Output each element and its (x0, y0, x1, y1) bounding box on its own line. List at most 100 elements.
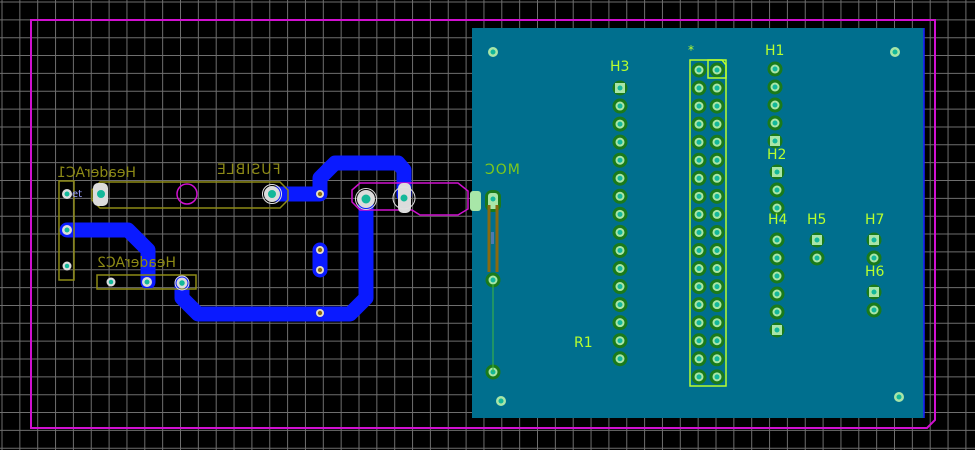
moc-pad[interactable] (355, 188, 377, 210)
h6-pin[interactable] (866, 284, 882, 300)
gpio-pin[interactable] (709, 152, 725, 168)
header-ac2-pad[interactable] (106, 277, 116, 287)
drill-icon (896, 394, 902, 400)
moc-edge-pad[interactable] (470, 191, 481, 211)
gpio-pin[interactable] (709, 80, 725, 96)
board-outline[interactable] (30, 19, 936, 429)
h1-pin[interactable] (767, 133, 783, 149)
h2-pin[interactable] (769, 164, 785, 180)
drill-icon (774, 205, 780, 211)
h3-pin[interactable] (612, 170, 628, 186)
gpio-pin[interactable] (691, 80, 707, 96)
via[interactable] (316, 266, 324, 274)
h3-pin[interactable] (612, 333, 628, 349)
trace[interactable] (59, 222, 156, 290)
drill-icon (696, 211, 702, 217)
gpio-pin[interactable] (709, 116, 725, 132)
h4-pin[interactable] (769, 268, 785, 284)
h7-pin[interactable] (866, 232, 882, 248)
gpio-pin[interactable] (709, 98, 725, 114)
gpio-pin[interactable] (691, 98, 707, 114)
h3-pin[interactable] (612, 351, 628, 367)
gpio-pin[interactable] (691, 188, 707, 204)
h1-pin[interactable] (767, 79, 783, 95)
h3-pin[interactable] (612, 188, 628, 204)
gpio-pin[interactable] (709, 243, 725, 258)
h3-pin[interactable] (612, 224, 628, 240)
h2-pin[interactable] (769, 200, 785, 216)
drill-icon (714, 211, 720, 217)
gpio-pin[interactable] (691, 243, 707, 258)
gpio-pin[interactable] (709, 315, 725, 331)
gpio-pin[interactable] (709, 62, 725, 78)
drill-icon (714, 320, 720, 326)
h2-pin[interactable] (769, 182, 785, 198)
gpio-pin[interactable] (691, 152, 707, 168)
gpio-pin[interactable] (691, 261, 707, 277)
gpio-pin[interactable] (709, 297, 725, 313)
gpio-pin[interactable] (709, 333, 725, 349)
h3-pin[interactable] (612, 279, 628, 295)
gpio-pin[interactable] (691, 297, 707, 313)
r1-pad[interactable] (485, 272, 501, 288)
via[interactable] (316, 190, 324, 198)
gpio-pin[interactable] (691, 206, 707, 222)
gpio-pin[interactable] (691, 333, 707, 349)
header-ac1-pad[interactable] (62, 189, 72, 199)
via[interactable] (316, 309, 324, 317)
h3-pin[interactable] (612, 116, 628, 132)
h4-pin[interactable] (769, 232, 785, 248)
gpio-pin[interactable] (691, 351, 707, 367)
fusible-pad[interactable] (262, 184, 282, 204)
gpio-pin[interactable] (709, 188, 725, 204)
h1-pin[interactable] (767, 61, 783, 77)
gpio-header-pin1-marker-icon: * (688, 43, 694, 57)
via[interactable] (316, 246, 324, 254)
h3-pin[interactable] (612, 297, 628, 313)
gpio-pin[interactable] (709, 170, 725, 186)
gpio-pin[interactable] (709, 261, 725, 277)
h3-pin[interactable] (612, 242, 628, 258)
h3-pin[interactable] (612, 315, 628, 331)
header-ac2-pad[interactable] (174, 275, 190, 291)
header-ac1-pad[interactable] (62, 261, 72, 271)
gpio-pin[interactable] (691, 224, 707, 240)
trace[interactable] (174, 191, 374, 322)
h3-pin[interactable] (612, 98, 628, 114)
gpio-pin[interactable] (691, 369, 707, 385)
h3-pin[interactable] (612, 134, 628, 150)
drill-icon (617, 175, 623, 181)
h4-pin[interactable] (769, 322, 785, 338)
h4-pin[interactable] (769, 304, 785, 320)
h3-pin[interactable] (612, 261, 628, 276)
gpio-pin[interactable] (709, 369, 725, 385)
h5-pin[interactable] (809, 250, 825, 266)
gpio-pin[interactable] (691, 170, 707, 186)
gpio-pin[interactable] (709, 134, 725, 150)
gpio-pin[interactable] (691, 279, 707, 295)
h3-pin[interactable] (612, 80, 628, 96)
gpio-pin[interactable] (709, 351, 725, 367)
h6-pin[interactable] (866, 302, 882, 318)
gpio-pin[interactable] (691, 116, 707, 132)
h4-pin[interactable] (769, 250, 785, 266)
h4-pin[interactable] (769, 286, 785, 302)
h5-pin[interactable] (809, 232, 825, 248)
h3-pin[interactable] (612, 206, 628, 222)
gpio-pin[interactable] (709, 224, 725, 240)
h1-pin[interactable] (767, 115, 783, 131)
gpio-pin[interactable] (709, 206, 725, 222)
trace[interactable] (264, 155, 412, 203)
drill-icon (714, 67, 720, 73)
gpio-pin[interactable] (691, 315, 707, 331)
h1-pin[interactable] (767, 97, 783, 113)
h7-pin[interactable] (866, 250, 882, 266)
gpio-pin[interactable] (709, 279, 725, 295)
gpio-pin[interactable] (691, 62, 707, 78)
drill-icon (871, 255, 877, 261)
header-ac2-pad[interactable] (142, 277, 152, 287)
gpio-pin[interactable] (691, 134, 707, 150)
h3-pin[interactable] (612, 152, 628, 168)
header-ac1-pad[interactable] (62, 225, 72, 235)
